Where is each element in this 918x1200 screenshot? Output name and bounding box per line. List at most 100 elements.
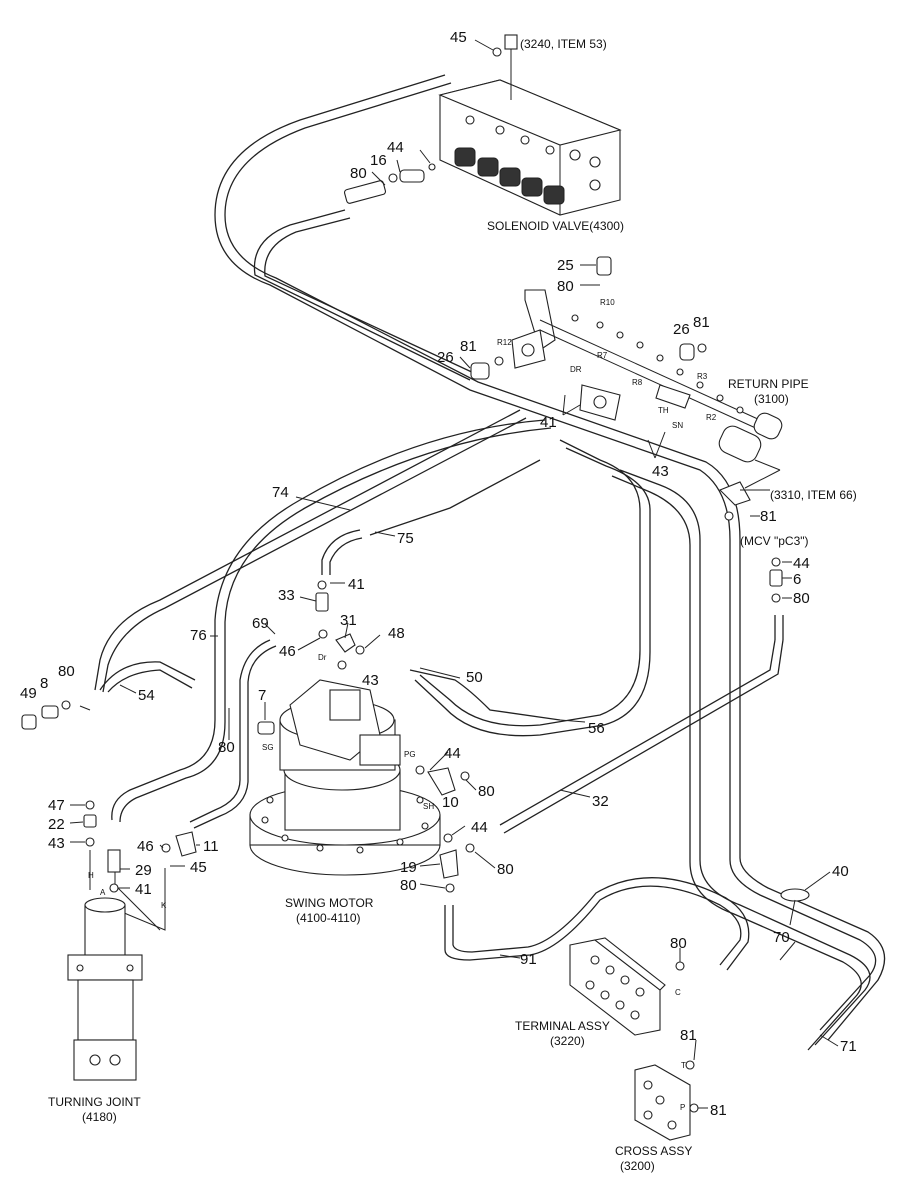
port-labels: Dr PG SG SH A H K C T P R10 R12 R7 R8 R3… bbox=[88, 298, 717, 1112]
callout-33: 33 bbox=[278, 587, 295, 604]
fitting-31-elbow bbox=[335, 633, 365, 670]
callout-81: 81 bbox=[710, 1102, 727, 1119]
port-th: TH bbox=[658, 406, 669, 415]
callout-8: 8 bbox=[40, 675, 48, 692]
callout-56: 56 bbox=[588, 720, 605, 737]
return-pipe-ports bbox=[571, 314, 744, 414]
component-labels: SOLENOID VALVE(4300) RETURN PIPE (3100) … bbox=[48, 37, 857, 1173]
cross-assy-body bbox=[634, 1060, 699, 1141]
port-dr2: DR bbox=[570, 365, 582, 374]
callout-50: 50 bbox=[466, 669, 483, 686]
label-swing-motor-ref: (4100-4110) bbox=[296, 911, 361, 925]
callout-76: 76 bbox=[190, 627, 207, 644]
callout-45: 45 bbox=[450, 29, 467, 46]
callout-81: 81 bbox=[760, 508, 777, 525]
label-terminal-assy-ref: (3220) bbox=[550, 1034, 585, 1048]
port-sh: SH bbox=[423, 802, 434, 811]
fittings-29-41 bbox=[107, 849, 121, 893]
callout-80: 80 bbox=[557, 278, 574, 295]
hose-lines bbox=[89, 74, 886, 1051]
label-solenoid-valve: SOLENOID VALVE(4300) bbox=[487, 219, 624, 233]
callout-80: 80 bbox=[670, 935, 687, 952]
callout-80: 80 bbox=[793, 590, 810, 607]
plug-26-left bbox=[470, 356, 504, 380]
turning-joint-body bbox=[67, 897, 143, 1081]
callout-80: 80 bbox=[218, 739, 235, 756]
fitting-16-44 bbox=[388, 163, 436, 183]
callout-75: 75 bbox=[397, 530, 414, 547]
solenoid-coils bbox=[454, 147, 565, 205]
callout-41: 41 bbox=[348, 576, 365, 593]
swing-motor-body bbox=[249, 679, 441, 876]
fitting-10-elbow bbox=[415, 765, 470, 796]
callout-11: 11 bbox=[203, 838, 219, 855]
callout-91: 91 bbox=[520, 951, 537, 968]
label-return-pipe: RETURN PIPE bbox=[728, 377, 809, 391]
plug-25 bbox=[596, 256, 612, 276]
port-a: A bbox=[100, 888, 106, 897]
callout-16: 16 bbox=[370, 152, 387, 169]
callout-49: 49 bbox=[20, 685, 37, 702]
callout-32: 32 bbox=[592, 793, 609, 810]
solenoid-valve-body bbox=[438, 79, 622, 216]
label-turning-joint-ref: (4180) bbox=[82, 1110, 117, 1124]
label-cross-assy: CROSS ASSY bbox=[615, 1144, 692, 1158]
swing-motor-bolts bbox=[261, 796, 429, 854]
callout-81: 81 bbox=[460, 338, 477, 355]
callout-70: 70 bbox=[773, 929, 790, 946]
callout-54: 54 bbox=[138, 687, 155, 704]
port-r10: R10 bbox=[600, 298, 615, 307]
port-r8: R8 bbox=[632, 378, 643, 387]
callout-80: 80 bbox=[478, 783, 495, 800]
callout-25: 25 bbox=[557, 257, 574, 274]
callout-44: 44 bbox=[444, 745, 461, 762]
callout-40: 40 bbox=[832, 863, 849, 880]
callout-80: 80 bbox=[400, 877, 417, 894]
leader-lines bbox=[69, 39, 839, 1109]
label-ref-item53: (3240, ITEM 53) bbox=[520, 37, 607, 51]
callout-43: 43 bbox=[652, 463, 669, 480]
callout-6: 6 bbox=[793, 571, 801, 588]
label-ref-mcv: (MCV "pC3") bbox=[740, 534, 809, 548]
label-return-pipe-ref: (3100) bbox=[754, 392, 789, 406]
fitting-49-8 bbox=[21, 700, 71, 730]
callout-31: 31 bbox=[340, 612, 357, 629]
port-r3: R3 bbox=[697, 372, 708, 381]
port-sn: SN bbox=[672, 421, 683, 430]
callout-74: 74 bbox=[272, 484, 289, 501]
clamp-40 bbox=[780, 888, 810, 926]
callout-26: 26 bbox=[673, 321, 690, 338]
callout-47: 47 bbox=[48, 797, 65, 814]
port-p: P bbox=[680, 1103, 685, 1112]
port-r2: R2 bbox=[706, 413, 717, 422]
callout-29: 29 bbox=[135, 862, 152, 879]
callout-45: 45 bbox=[190, 859, 207, 876]
callout-48: 48 bbox=[388, 625, 405, 642]
port-h: H bbox=[88, 871, 94, 880]
callout-71: 71 bbox=[840, 1038, 857, 1055]
port-pg: PG bbox=[404, 750, 416, 759]
fitting-11-elbow bbox=[161, 831, 197, 857]
port-c: C bbox=[675, 988, 681, 997]
fitting-7 bbox=[257, 721, 275, 735]
callout-46: 46 bbox=[279, 643, 296, 660]
port-r7: R7 bbox=[597, 351, 608, 360]
callout-44: 44 bbox=[793, 555, 810, 572]
label-terminal-assy: TERMINAL ASSY bbox=[515, 1019, 610, 1033]
callout-43: 43 bbox=[362, 672, 379, 689]
callout-44: 44 bbox=[387, 139, 404, 156]
fitting-33-tee bbox=[315, 580, 329, 639]
port-dr: Dr bbox=[318, 653, 327, 662]
fitting-19-elbow bbox=[439, 833, 475, 893]
callout-43: 43 bbox=[48, 835, 65, 852]
callout-80: 80 bbox=[497, 861, 514, 878]
callout-80: 80 bbox=[350, 165, 367, 182]
callout-44: 44 bbox=[471, 819, 488, 836]
label-ref-item66: (3310, ITEM 66) bbox=[770, 488, 857, 502]
callout-41: 41 bbox=[135, 881, 152, 898]
callout-10: 10 bbox=[442, 794, 459, 811]
callout-26: 26 bbox=[437, 349, 454, 366]
plug-26-right bbox=[679, 343, 707, 361]
